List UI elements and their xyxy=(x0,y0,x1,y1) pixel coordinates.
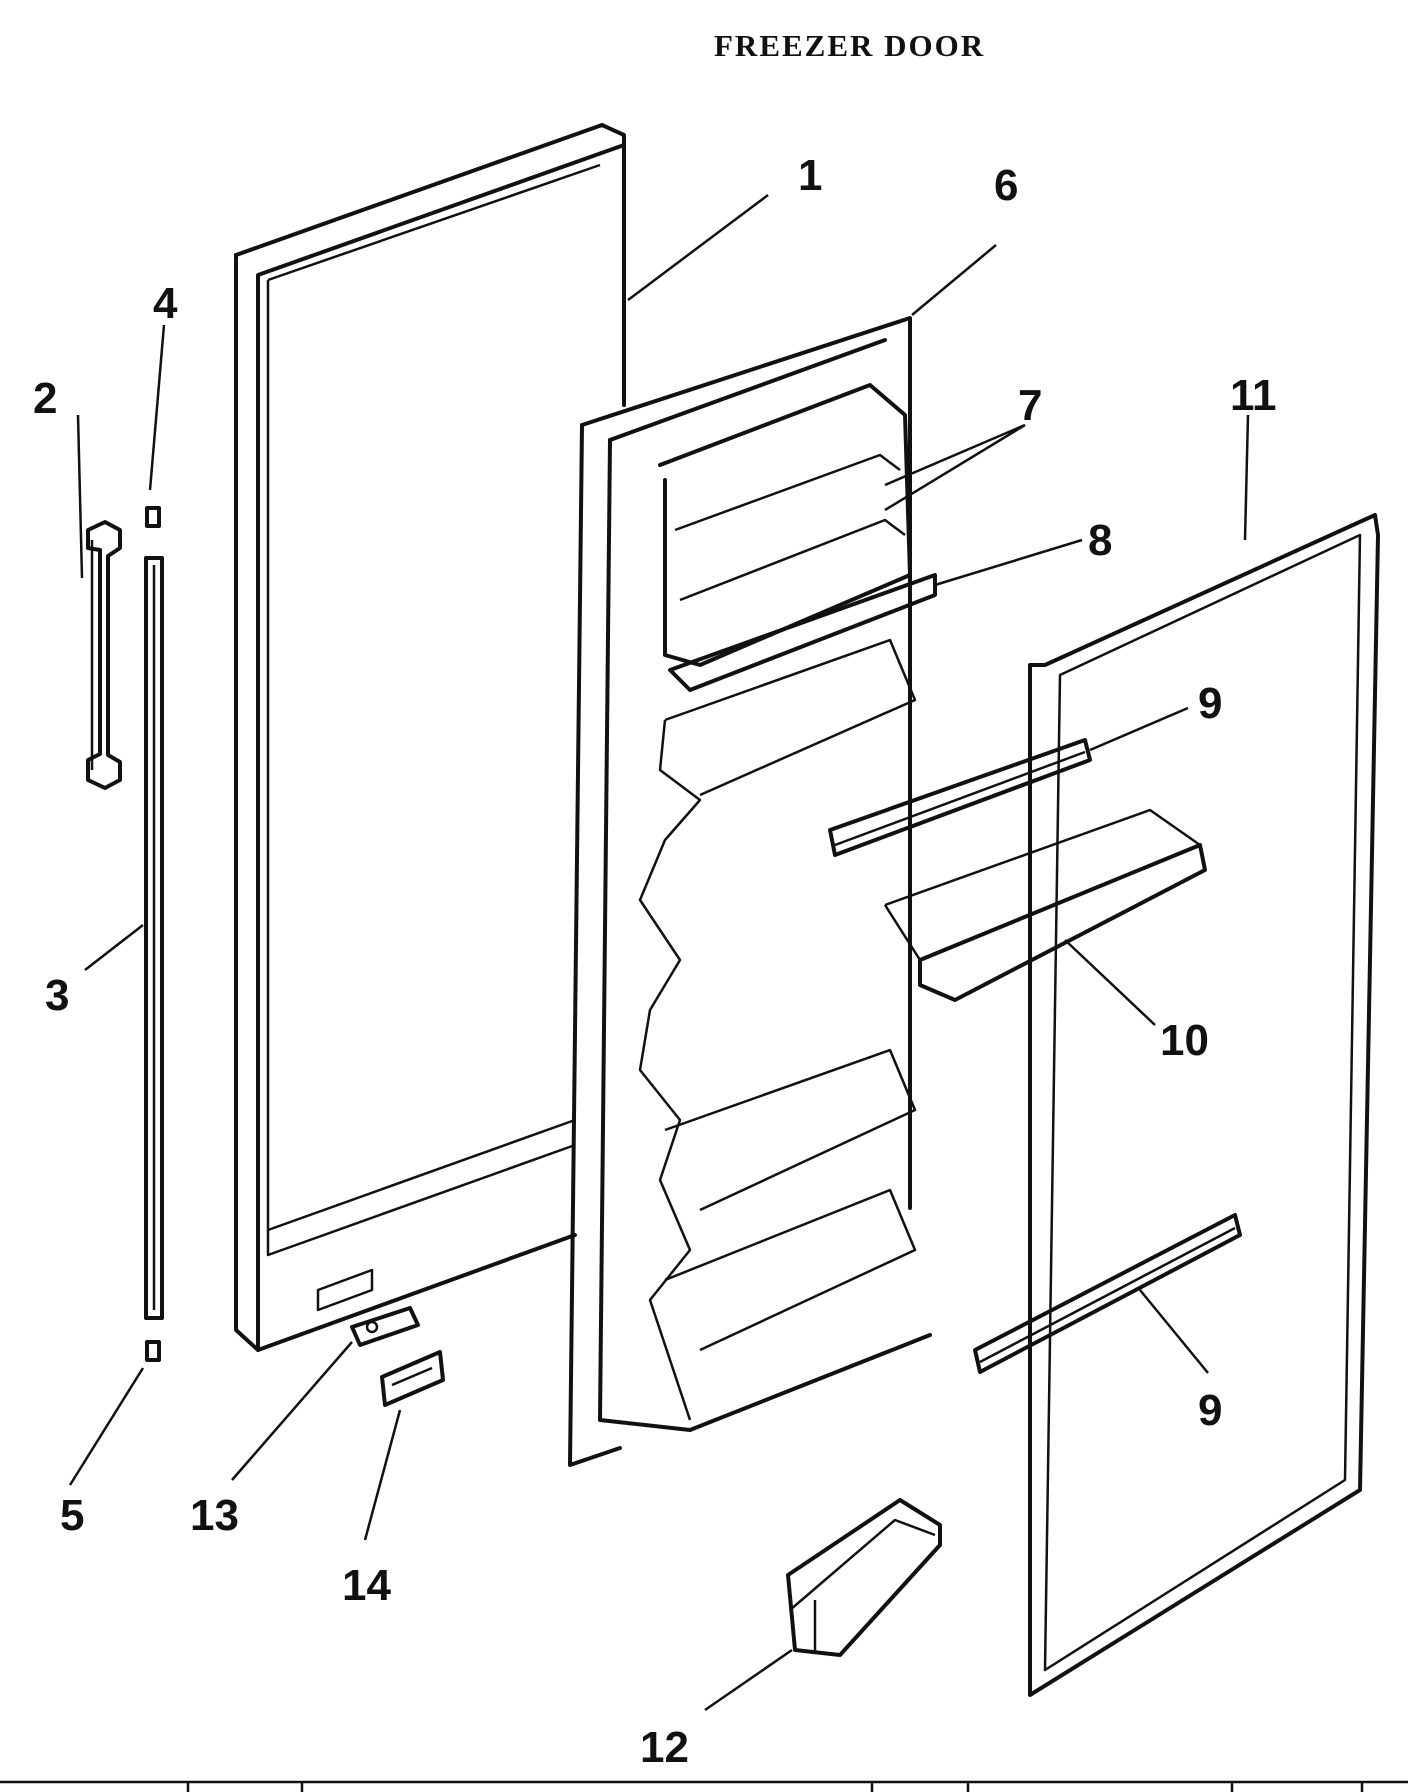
callout-14: 14 xyxy=(342,1561,391,1610)
bottom-table-border xyxy=(0,1780,1408,1792)
callout-6: 6 xyxy=(994,161,1018,210)
callout-4: 4 xyxy=(153,279,178,328)
part-handle xyxy=(86,520,122,790)
callout-10: 10 xyxy=(1160,1016,1209,1065)
callout-5: 5 xyxy=(60,1491,84,1540)
part-outer-door-panel xyxy=(234,123,626,1352)
part-shelf xyxy=(883,808,1207,1002)
callout-7: 7 xyxy=(1018,381,1042,430)
callout-12: 12 xyxy=(640,1723,689,1772)
callout-9-upper: 9 xyxy=(1198,679,1222,728)
part-hinge-plate xyxy=(380,1350,445,1407)
callout-2: 2 xyxy=(33,374,57,423)
callout-11: 11 xyxy=(1230,371,1277,420)
part-trim-strip xyxy=(144,556,164,1320)
part-upper-shelves xyxy=(658,383,937,692)
part-shelf-rail-lower xyxy=(973,1213,1242,1374)
diagram-title: FREEZER DOOR xyxy=(714,28,986,63)
callout-1: 1 xyxy=(798,151,822,200)
part-bottom-end-cap xyxy=(145,1340,161,1362)
part-hinge-assembly xyxy=(350,1306,420,1347)
callout-leaders xyxy=(68,194,1250,1712)
part-door-racks xyxy=(638,638,917,1421)
callout-8: 8 xyxy=(1088,516,1112,565)
part-top-end-cap xyxy=(145,506,161,528)
part-inner-door-liner xyxy=(568,316,932,1467)
part-door-gasket xyxy=(1028,513,1380,1697)
callout-9-lower: 9 xyxy=(1198,1386,1222,1435)
callout-13: 13 xyxy=(190,1491,239,1540)
part-shelf-rail-upper xyxy=(828,738,1092,857)
callout-3: 3 xyxy=(45,971,69,1020)
part-bin xyxy=(786,1498,942,1657)
